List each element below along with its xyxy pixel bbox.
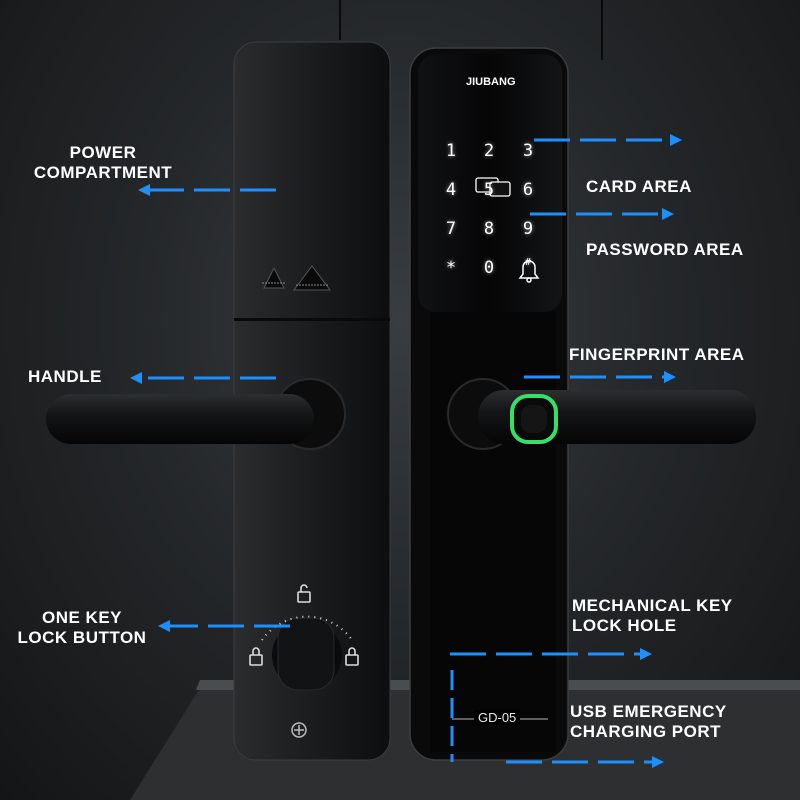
keypad-key[interactable]: 8	[483, 219, 495, 239]
keypad-key[interactable]: 5	[483, 180, 495, 200]
keypad-key[interactable]: 7	[445, 219, 457, 239]
card-area-label: CARD AREA	[586, 177, 692, 196]
handle-label: HANDLE	[28, 367, 102, 386]
keypad-key[interactable]: 2	[483, 141, 495, 161]
keypad-key[interactable]: 0	[483, 258, 495, 278]
keypad-key[interactable]: 6	[522, 180, 534, 200]
mechanical-key-label: MECHANICAL KEY LOCK HOLE	[572, 596, 733, 635]
card-icon	[475, 177, 511, 197]
brand-logo: JIUBANG	[466, 76, 516, 88]
keypad-key[interactable]: #	[524, 257, 532, 268]
keypad-key[interactable]: 9	[522, 219, 534, 239]
keypad-key[interactable]: 1	[445, 141, 457, 161]
keypad-key[interactable]: *	[445, 258, 457, 278]
power-compartment-label: POWER COMPARTMENT	[33, 143, 173, 182]
password-area-label: PASSWORD AREA	[586, 240, 744, 259]
fingerprint-sensor-icon	[510, 394, 558, 444]
back-panel-lock	[46, 41, 391, 761]
keypad-key[interactable]: 3	[522, 141, 534, 161]
annotation-arrows	[130, 134, 682, 768]
usb-port-label: USB EMERGENCY CHARGING PORT	[570, 702, 727, 741]
fingerprint-area-label: FINGERPRINT AREA	[569, 345, 745, 364]
model-number: GD-05	[474, 710, 521, 725]
one-key-lock-label: ONE KEY LOCK BUTTON	[17, 608, 147, 647]
padlock-icon	[249, 584, 359, 666]
bell-icon	[518, 260, 540, 283]
keypad-key[interactable]: 4	[445, 180, 457, 200]
